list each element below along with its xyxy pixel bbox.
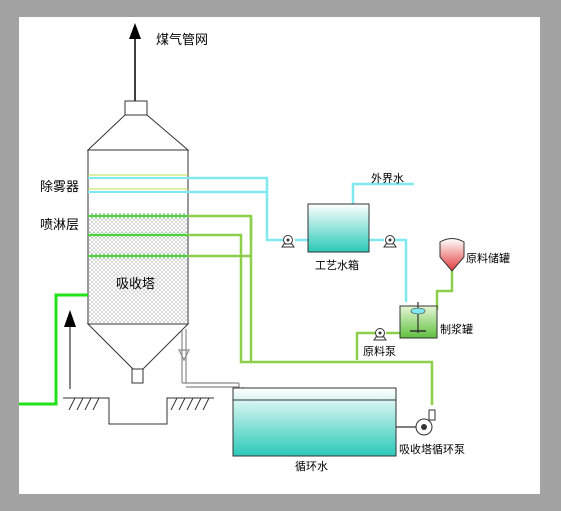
raw-material-storage: [439, 238, 465, 272]
pump-icon: [383, 235, 397, 248]
process-water-tank: [307, 203, 370, 253]
absorber-tower: [86, 100, 190, 384]
process-water-lines: [188, 176, 414, 302]
slurry-lines: [188, 214, 454, 405]
raw-pump-label: 原料泵: [363, 345, 396, 358]
arrow-up-icon: [64, 310, 76, 327]
raw-storage-label: 原料储罐: [466, 252, 510, 265]
pump-icon: [281, 235, 295, 248]
slurry-tank: [399, 302, 438, 339]
external-water-label: 外界水: [371, 172, 404, 185]
circulating-water-tank: [232, 387, 397, 457]
pump-icon: [373, 328, 387, 341]
demister-label: 除雾器: [40, 180, 80, 195]
process-diagram: [19, 23, 465, 457]
gas-network-label: 煤气管网: [156, 33, 209, 48]
agitator-icon: [410, 302, 426, 333]
absorber-label: 吸收塔: [116, 277, 156, 292]
process-tank-label: 工艺水箱: [315, 259, 359, 272]
flue-gas-inlet: [19, 293, 88, 406]
ground-hatch-icon: [63, 397, 214, 425]
spray-layer-label: 喷淋层: [40, 218, 80, 233]
circulation-pump-label: 吸收塔循环泵: [399, 443, 465, 456]
pump-icon: [396, 409, 436, 436]
gas-outlet-pipe: [129, 23, 141, 101]
circulating-water-label: 循环水: [295, 460, 328, 473]
slurry-tank-label: 制浆罐: [440, 323, 473, 336]
arrow-up-icon: [129, 23, 141, 39]
diagram-canvas: 煤气管网 除雾器 喷淋层 吸收塔 外界水 工艺水箱 原料储罐 制浆罐 原料泵 循…: [19, 17, 540, 494]
